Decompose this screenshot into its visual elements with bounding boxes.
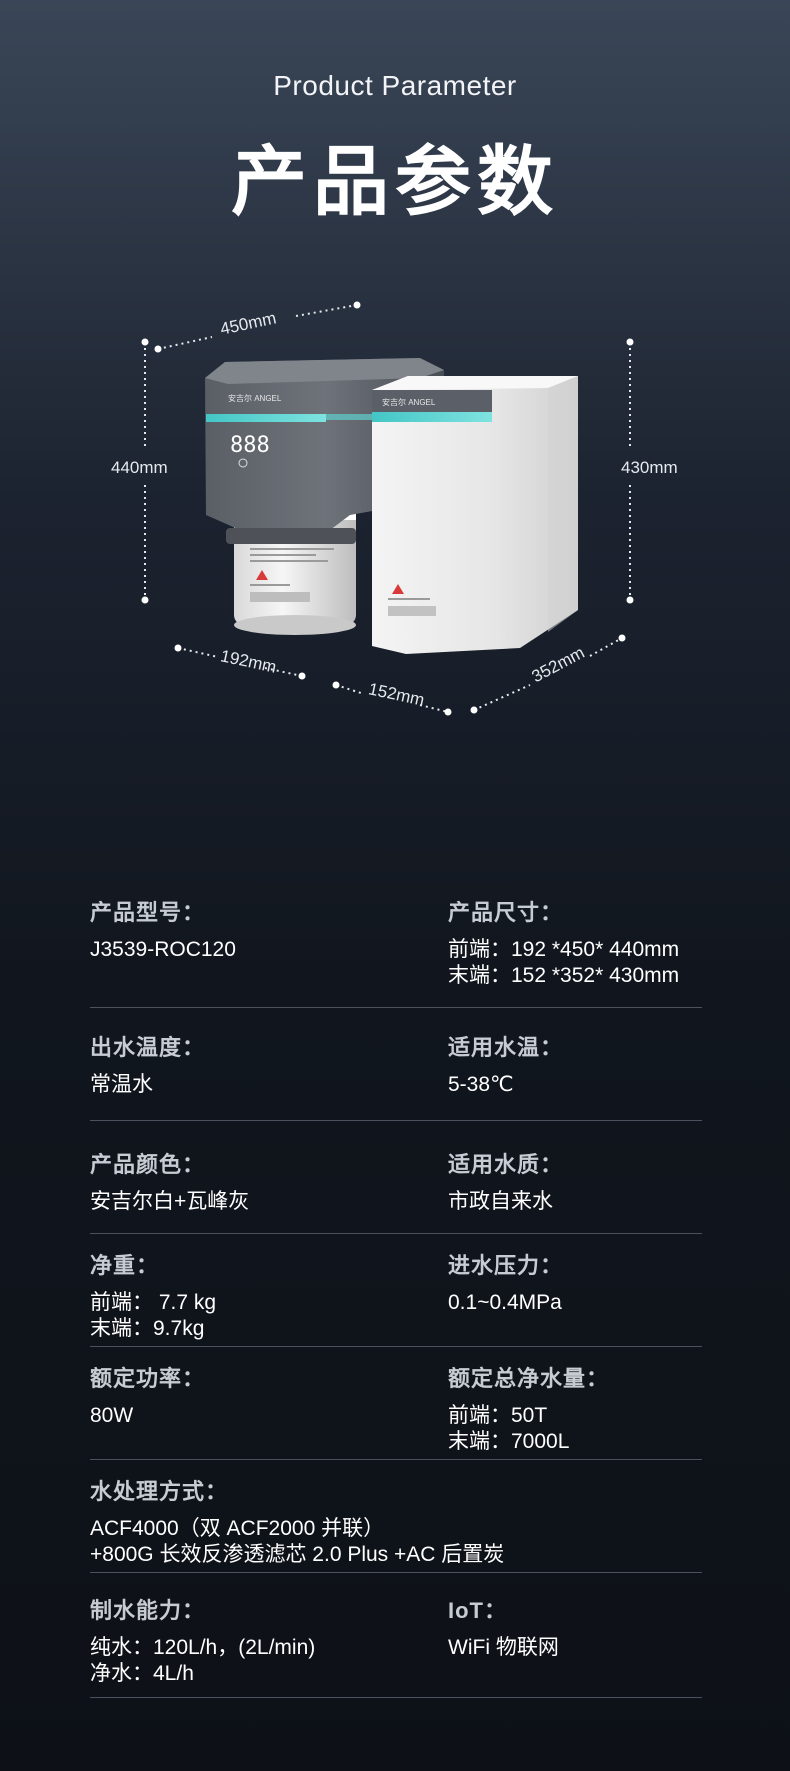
spec-label: 出水温度：: [90, 1035, 206, 1060]
spec-label: 进水压力：: [448, 1253, 564, 1278]
dim-back-height: 430mm: [621, 458, 678, 477]
spec-cell: 制水能力： 纯水：120L/h，(2L/min) 净水：4L/h: [90, 1593, 315, 1687]
spec-value: 净水：4L/h: [90, 1662, 194, 1685]
spec-value: J3539-ROC120: [90, 938, 236, 961]
spec-row: 产品颜色： 安吉尔白+瓦峰灰 适用水质： 市政自来水: [90, 1121, 702, 1234]
product-illustration: 安吉尔 ANGEL 888 安吉尔 ANGEL 450mm 440mm 430m…: [0, 280, 790, 840]
spec-row: 水处理方式： ACF4000（双 ACF2000 并联） +800G 长效反渗透…: [90, 1460, 702, 1573]
spec-value: 前端：192 *450* 440mm: [448, 938, 680, 961]
display-digits: 888: [230, 433, 270, 458]
spec-label: 适用水质：: [448, 1152, 564, 1177]
spec-cell: 额定总净水量： 前端：50T 末端：7000L: [448, 1361, 609, 1455]
brand-text-back: 安吉尔 ANGEL: [382, 397, 436, 407]
brand-text: 安吉尔 ANGEL: [228, 393, 282, 403]
spec-value: 末端：9.7kg: [90, 1317, 205, 1340]
spec-value: 0.1~0.4MPa: [448, 1291, 562, 1314]
spec-cell: 产品颜色： 安吉尔白+瓦峰灰: [90, 1147, 249, 1215]
spec-row: 额定功率： 80W 额定总净水量： 前端：50T 末端：7000L: [90, 1347, 702, 1460]
spec-value: 80W: [90, 1404, 134, 1427]
spec-value: 常温水: [90, 1073, 153, 1096]
spec-label: 额定总净水量：: [448, 1366, 610, 1391]
spec-label: 产品型号：: [90, 900, 206, 925]
spec-value: ACF4000（双 ACF2000 并联）: [90, 1517, 385, 1540]
water-purifier-image: 安吉尔 ANGEL 888 安吉尔 ANGEL: [141, 301, 634, 716]
page-title: 产品参数: [231, 140, 559, 225]
spec-value: 前端：50T: [448, 1404, 548, 1427]
spec-value: WiFi 物联网: [448, 1636, 559, 1659]
header: Product Parameter 产品参数: [0, 70, 790, 230]
spec-value: 末端：7000L: [448, 1430, 570, 1453]
spec-value: 纯水：120L/h，(2L/min): [90, 1636, 316, 1659]
spec-cell: 进水压力： 0.1~0.4MPa: [448, 1248, 563, 1316]
spec-row: 制水能力： 纯水：120L/h，(2L/min) 净水：4L/h IoT： Wi…: [90, 1573, 702, 1698]
spec-cell: 产品型号： J3539-ROC120: [90, 895, 236, 963]
spec-label: 适用水温：: [448, 1035, 564, 1060]
spec-label: 制水能力：: [90, 1598, 206, 1623]
spec-cell: 额定功率： 80W: [90, 1361, 205, 1429]
spec-cell: IoT： WiFi 物联网: [448, 1593, 559, 1661]
spec-row: 产品型号： J3539-ROC120 产品尺寸： 前端：192 *450* 44…: [90, 895, 702, 1008]
spec-cell: 适用水质： 市政自来水: [448, 1147, 563, 1215]
spec-value: 末端：152 *352* 430mm: [448, 964, 680, 987]
back-filter-unit: 安吉尔 ANGEL: [372, 376, 578, 654]
spec-cell: 适用水温： 5-38℃: [448, 1030, 563, 1098]
spec-cell: 产品尺寸： 前端：192 *450* 440mm 末端：152 *352* 43…: [448, 895, 679, 989]
spec-cell: 净重： 前端： 7.7 kg 末端：9.7kg: [90, 1248, 216, 1342]
spec-cell: 出水温度： 常温水: [90, 1030, 205, 1098]
spec-value: +800G 长效反渗透滤芯 2.0 Plus +AC 后置炭: [90, 1543, 505, 1566]
spec-label: 产品尺寸：: [448, 900, 564, 925]
spec-label: IoT：: [448, 1598, 507, 1623]
spec-label: 产品颜色：: [90, 1152, 206, 1177]
spec-label: 水处理方式：: [90, 1479, 229, 1504]
spec-value: 市政自来水: [448, 1190, 553, 1213]
spec-value: 5-38℃: [448, 1073, 514, 1096]
spec-cell: 水处理方式： ACF4000（双 ACF2000 并联） +800G 长效反渗透…: [90, 1474, 702, 1568]
subtitle: Product Parameter: [273, 70, 517, 101]
spec-table: 产品型号： J3539-ROC120 产品尺寸： 前端：192 *450* 44…: [90, 895, 702, 1698]
spec-row: 净重： 前端： 7.7 kg 末端：9.7kg 进水压力： 0.1~0.4MPa: [90, 1234, 702, 1347]
spec-label: 额定功率：: [90, 1366, 206, 1391]
spec-row: 出水温度： 常温水 适用水温： 5-38℃: [90, 1008, 702, 1121]
spec-value: 安吉尔白+瓦峰灰: [90, 1190, 250, 1213]
dim-front-height: 440mm: [111, 458, 168, 477]
spec-label: 净重：: [90, 1253, 160, 1278]
spec-value: 前端： 7.7 kg: [90, 1291, 217, 1314]
